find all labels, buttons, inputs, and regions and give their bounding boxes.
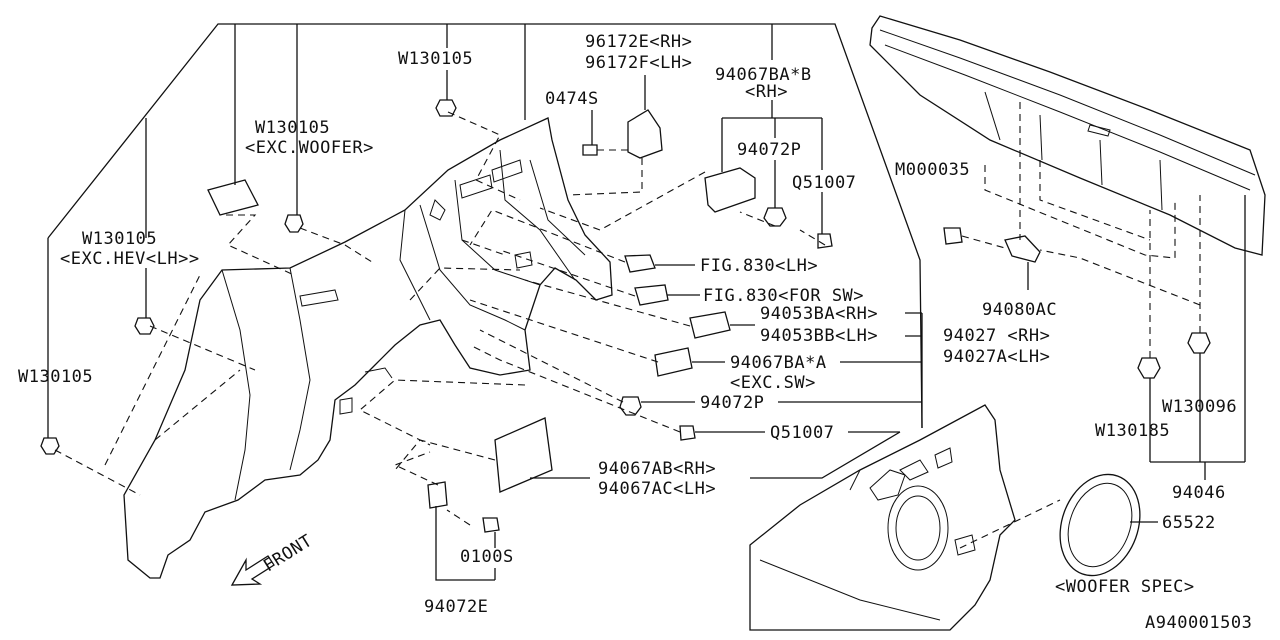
label-94027: 94027 <RH>	[943, 326, 1050, 346]
label-94053ba: 94053BA<RH>	[760, 304, 878, 324]
label-94067ba-b: 94067BA*B	[715, 65, 812, 85]
label-94072e: 94072E	[424, 597, 488, 617]
diagram-id: A940001503	[1145, 613, 1252, 633]
label-exc-hev: <EXC.HEV<LH>>	[60, 249, 200, 269]
label-94053bb: 94053BB<LH>	[760, 326, 878, 346]
part-labels: W130105 96172E<RH> 96172F<LH> 94067BA*B …	[18, 32, 1252, 633]
label-65522: 65522	[1162, 513, 1216, 533]
quarter-inner-panel	[749, 404, 1016, 631]
label-94072p-mid: 94072P	[700, 393, 764, 413]
label-94067ab: 94067AB<RH>	[598, 459, 716, 479]
small-parts	[40, 99, 1211, 533]
label-q51007-top: Q51007	[792, 173, 856, 193]
dashed-guides	[54, 102, 1201, 549]
label-94080ac: 94080AC	[982, 300, 1057, 320]
label-woofer-spec: <WOOFER SPEC>	[1055, 577, 1195, 597]
rear-panel-trim	[869, 15, 1266, 256]
label-m000035: M000035	[895, 160, 970, 180]
label-w130185: W130185	[1095, 421, 1170, 441]
label-rh-top: <RH>	[745, 82, 788, 102]
label-94067ac: 94067AC<LH>	[598, 479, 716, 499]
label-94072p-top: 94072P	[737, 140, 801, 160]
label-96172f: 96172F<LH>	[585, 53, 692, 73]
label-w130105-hev: W130105	[82, 229, 157, 249]
label-q51007-mid: Q51007	[770, 423, 834, 443]
label-front: FRONT	[260, 531, 316, 576]
label-0100s: 0100S	[460, 547, 514, 567]
label-w130105-top: W130105	[398, 49, 473, 69]
trim-pad	[207, 179, 259, 216]
label-0474s: 0474S	[545, 89, 599, 109]
label-fig830-lh: FIG.830<LH>	[700, 256, 818, 276]
label-exc-woofer: <EXC.WOOFER>	[245, 138, 374, 158]
label-96172e: 96172E<RH>	[585, 32, 692, 52]
label-94067ba-a: 94067BA*A	[730, 353, 827, 373]
quarter-trim-panel	[123, 117, 613, 579]
label-w130105-left: W130105	[18, 367, 93, 387]
woofer-grille	[1059, 473, 1141, 577]
label-94027a: 94027A<LH>	[943, 347, 1050, 367]
label-fig830-sw: FIG.830<FOR SW>	[703, 286, 864, 306]
label-exc-sw: <EXC.SW>	[730, 373, 816, 393]
label-w130096: W130096	[1162, 397, 1237, 417]
label-94046: 94046	[1172, 483, 1226, 503]
front-arrow-icon	[230, 555, 275, 586]
label-w130105-woofer: W130105	[255, 118, 330, 138]
leader-lines	[47, 23, 1246, 581]
